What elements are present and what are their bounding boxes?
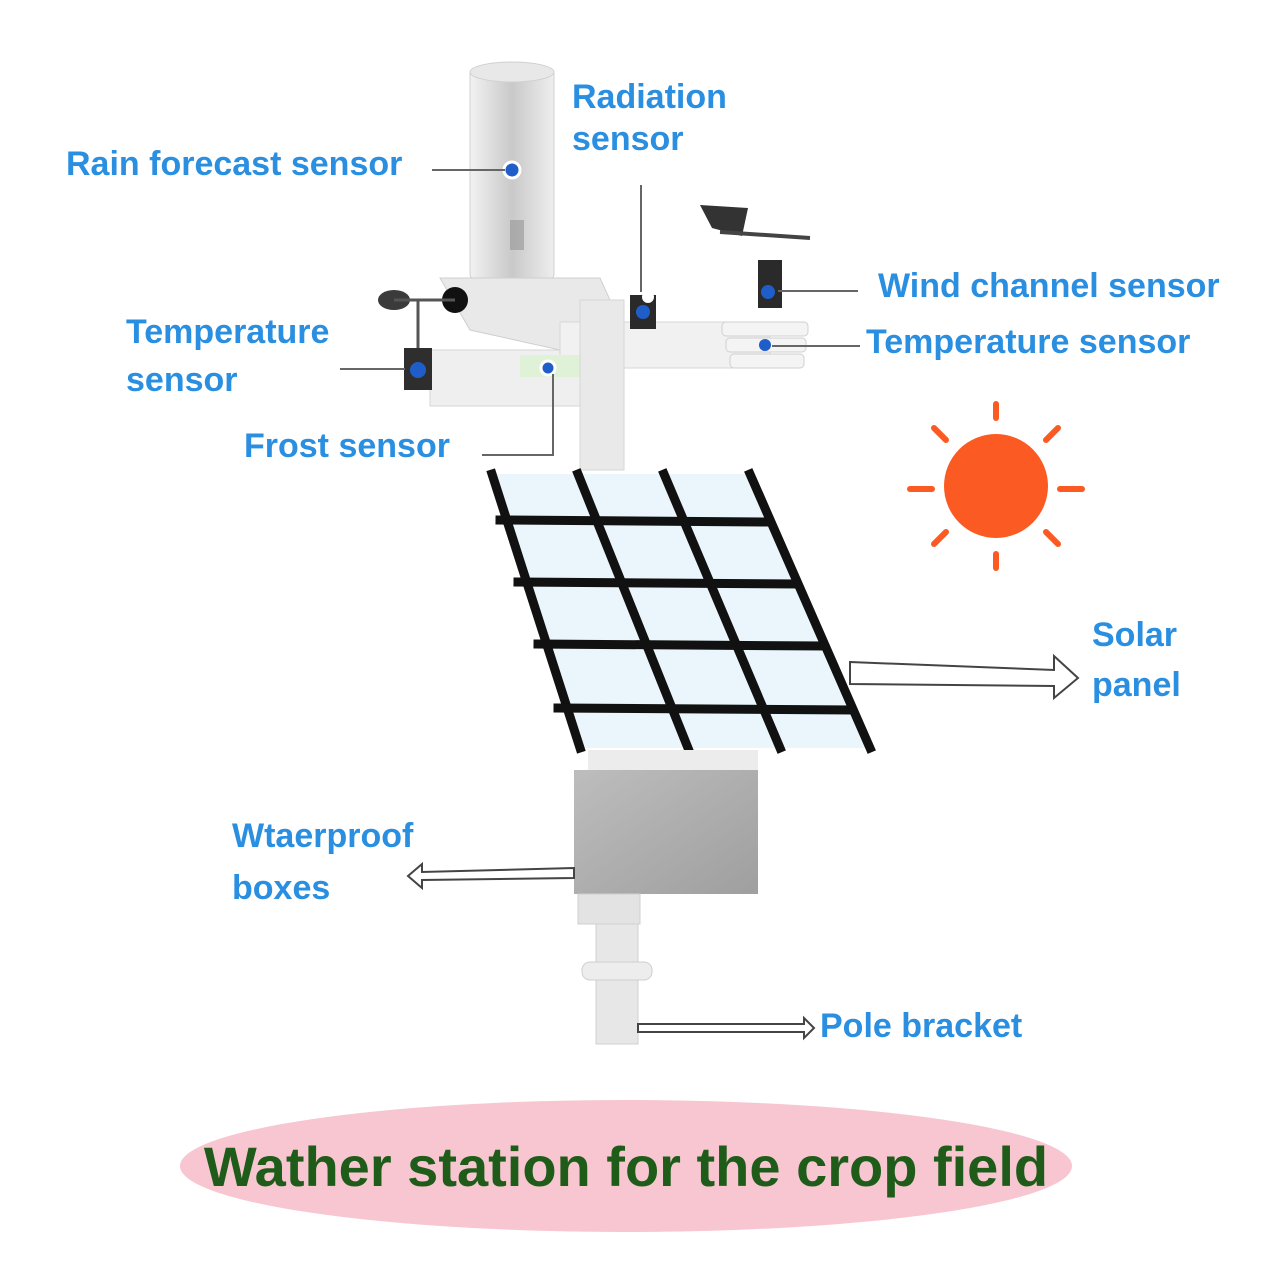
arrow-pole-bracket xyxy=(637,1015,816,1041)
label-rain-forecast-sensor: Rain forecast sensor xyxy=(66,145,403,183)
label-temperature-sensor-left: Temperature sensor xyxy=(126,313,330,399)
label-wind-channel-sensor: Wind channel sensor xyxy=(878,267,1220,305)
weather-station-illustration xyxy=(378,61,811,471)
leader-lines xyxy=(340,169,860,456)
label-pole-bracket: Pole bracket xyxy=(820,1007,1023,1045)
anemometer xyxy=(378,287,468,390)
arrow-solar-panel xyxy=(849,653,1080,701)
label-solar-panel: Solar panel xyxy=(1092,616,1181,704)
sun-icon xyxy=(907,401,1085,571)
caption-banner: Wather station for the crop field xyxy=(180,1100,1072,1232)
waterproof-box-illustration xyxy=(574,750,758,894)
pole-illustration xyxy=(577,893,653,1045)
wind-vane xyxy=(700,205,811,308)
radiation-shield xyxy=(721,321,809,369)
label-radiation-sensor: Radiation sensor xyxy=(572,78,727,158)
solar-panel-illustration xyxy=(486,468,876,754)
label-frost-sensor: Frost sensor xyxy=(244,427,450,465)
label-waterproof-boxes: Wtaerproof boxes xyxy=(232,817,414,907)
diagram-caption: Wather station for the crop field xyxy=(203,1134,1049,1198)
label-temperature-sensor-right: Temperature sensor xyxy=(866,323,1191,361)
arrow-waterproof-boxes xyxy=(406,861,575,891)
